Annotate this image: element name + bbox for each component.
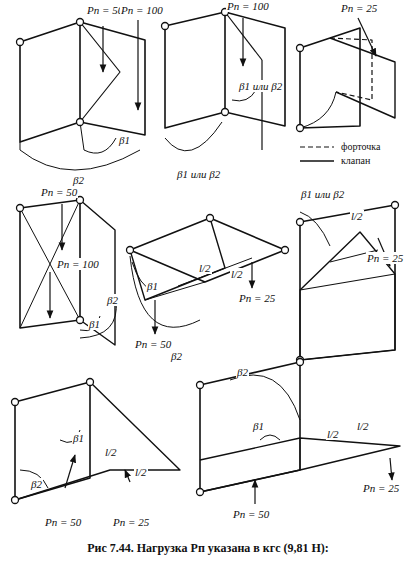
angle-label: β1 xyxy=(72,432,85,444)
dimension-label: l/2 xyxy=(134,466,148,478)
angle-label: β1 или β2 xyxy=(238,80,283,92)
dimension-label: l/2 xyxy=(198,262,212,274)
load-label: Pп = 25 xyxy=(112,516,150,528)
angle-label: β2 xyxy=(106,294,119,306)
load-label: Pп = 25 xyxy=(238,292,276,304)
angle-label: β1 xyxy=(252,420,265,432)
load-label: Pп = 25 xyxy=(362,482,400,494)
angle-label: β2 xyxy=(72,174,85,186)
load-label: Pп = 50 xyxy=(44,516,82,528)
load-label: Pп = 100 xyxy=(120,4,164,16)
dimension-label: l/2 xyxy=(104,446,118,458)
legend-text: форточка xyxy=(340,141,382,153)
load-label: Pп = 25 xyxy=(340,2,378,14)
angle-label: β2 xyxy=(170,350,183,362)
angle-label: β1 xyxy=(88,318,101,330)
angle-label: β1 xyxy=(146,280,159,292)
dimension-label: l/2 xyxy=(230,268,244,280)
load-label: Pп = 100 xyxy=(56,258,100,270)
dimension-label: l/2 xyxy=(326,428,340,440)
dimension-label: l/2 xyxy=(356,420,370,432)
angle-label: β2 xyxy=(236,366,249,378)
load-label: Pп = 50 xyxy=(134,338,172,350)
angle-label: β1 или β2 xyxy=(300,188,345,200)
load-label: Pп = 50 xyxy=(232,508,270,520)
angle-label: β1 или β2 xyxy=(176,168,221,180)
angle-label: β2 xyxy=(30,478,43,490)
figure-caption: Рис 7.44. Нагрузка Pп указана в кгс (9,8… xyxy=(0,541,416,555)
load-label: Pп = 50 xyxy=(86,4,124,16)
load-label: Pп = 25 xyxy=(366,252,404,264)
angle-label: β1 xyxy=(118,134,131,146)
legend-text: клапан xyxy=(340,155,371,167)
load-label: Pп = 50 xyxy=(40,186,78,198)
load-label: Pп = 100 xyxy=(226,0,270,12)
dimension-label: l/2 xyxy=(350,210,364,222)
